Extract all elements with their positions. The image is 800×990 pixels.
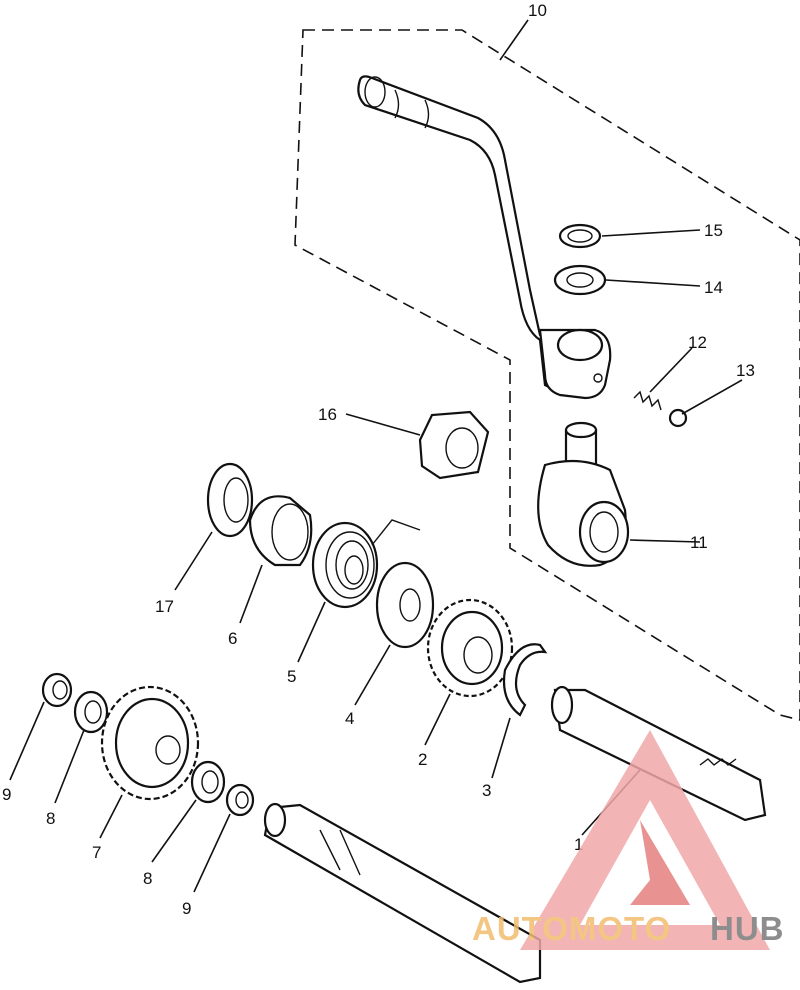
callout-9-right: 9 bbox=[182, 899, 191, 918]
group-outline-10 bbox=[294, 29, 800, 721]
kick-lever bbox=[357, 75, 612, 400]
circlip-9-right bbox=[225, 783, 255, 817]
callout-13: 13 bbox=[736, 361, 755, 380]
callout-8-right: 8 bbox=[143, 869, 152, 888]
kick-gear-2 bbox=[426, 598, 514, 698]
watermark-inner-mark bbox=[630, 820, 690, 905]
callout-12: 12 bbox=[688, 333, 707, 352]
callout-4: 4 bbox=[345, 709, 354, 728]
circlip-15 bbox=[558, 223, 602, 249]
washer-14 bbox=[553, 264, 607, 296]
spring-12 bbox=[633, 390, 662, 411]
lower-shaft bbox=[263, 802, 542, 984]
callout-3: 3 bbox=[482, 781, 491, 800]
washer-8-right bbox=[190, 760, 226, 804]
nut-16 bbox=[418, 410, 490, 480]
callout-2: 2 bbox=[418, 750, 427, 769]
kick-axle-11 bbox=[537, 421, 630, 567]
callout-14: 14 bbox=[704, 278, 723, 297]
watermark-logo: AUTOMOTO HUB bbox=[472, 730, 785, 950]
callout-17: 17 bbox=[155, 597, 174, 616]
callout-8-left: 8 bbox=[46, 809, 55, 828]
oil-seal-17 bbox=[206, 462, 254, 538]
gear-7 bbox=[100, 685, 200, 801]
watermark-triangle bbox=[520, 730, 770, 950]
watermark-text-b: HUB bbox=[710, 910, 785, 947]
callout-15: 15 bbox=[704, 221, 723, 240]
callout-1: 1 bbox=[574, 835, 583, 854]
callout-labels: 10 15 14 12 13 16 11 17 6 5 4 2 3 1 9 8 … bbox=[2, 1, 755, 918]
washer-8-left bbox=[73, 690, 109, 734]
clip-3 bbox=[502, 643, 548, 717]
callout-11: 11 bbox=[690, 533, 708, 552]
callout-10: 10 bbox=[528, 1, 547, 20]
watermark-text-a: AUTOMOTO bbox=[472, 910, 671, 947]
callout-6: 6 bbox=[228, 629, 237, 648]
circlip-9-left bbox=[41, 672, 73, 708]
callout-5: 5 bbox=[287, 667, 296, 686]
torsion-spring-5 bbox=[311, 519, 421, 609]
callout-16: 16 bbox=[318, 405, 337, 424]
washer-4 bbox=[375, 561, 435, 649]
collar-6 bbox=[248, 495, 313, 567]
callout-9-left: 9 bbox=[2, 785, 11, 804]
callout-7: 7 bbox=[92, 843, 101, 862]
